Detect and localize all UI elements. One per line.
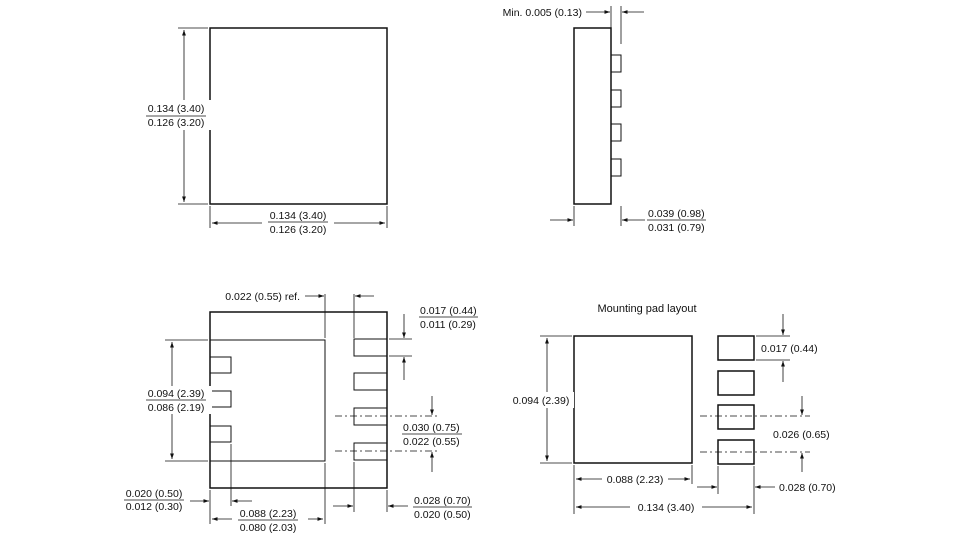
mount-pad-size-label: 0.017 (0.44) — [761, 343, 818, 355]
bottom-left-lead — [209, 425, 232, 443]
mounting-pad-title: Mounting pad layout — [597, 303, 696, 315]
pad-height-max-label: 0.094 (2.39) — [148, 388, 205, 400]
side-lead — [610, 54, 622, 73]
side-view-body — [573, 27, 612, 205]
mounting-small-pad — [717, 404, 755, 430]
edge-lead-max-label: 0.020 (0.50) — [126, 488, 183, 500]
bottom-view-body — [209, 311, 388, 489]
side-view: Min. 0.005 (0.13) 0.039 (0.98) 0.031 (0.… — [503, 6, 706, 234]
bottom-right-lead — [353, 372, 388, 391]
mount-big-width-label: 0.088 (2.23) — [607, 474, 664, 486]
top-width-min-label: 0.126 (3.20) — [270, 224, 327, 236]
mounting-small-pad — [717, 370, 755, 396]
bottom-left-lead — [209, 356, 232, 374]
top-view-body — [209, 27, 388, 205]
lead-len-max-label: 0.028 (0.70) — [414, 495, 471, 507]
thickness-max-label: 0.039 (0.98) — [648, 208, 705, 220]
top-height-min-label: 0.126 (3.20) — [148, 117, 205, 129]
pitch-max-label: 0.030 (0.75) — [403, 422, 460, 434]
bottom-right-lead — [353, 338, 388, 357]
side-lead — [610, 158, 622, 177]
bottom-view: 0.022 (0.55) ref. 0.017 (0.44) 0.011 (0.… — [124, 291, 478, 534]
pad-height-min-label: 0.086 (2.19) — [148, 402, 205, 414]
mounting-big-pad — [573, 335, 693, 464]
mount-small-width-label: 0.028 (0.70) — [779, 482, 836, 494]
edge-lead-min-label: 0.012 (0.30) — [126, 501, 183, 513]
standoff-label: Min. 0.005 (0.13) — [503, 7, 582, 19]
pitch-min-label: 0.022 (0.55) — [403, 436, 460, 448]
side-lead — [610, 123, 622, 142]
lead-height-min-label: 0.011 (0.29) — [420, 319, 476, 331]
pad-width-max-label: 0.088 (2.23) — [240, 508, 297, 520]
bottom-right-lead — [353, 442, 388, 461]
thickness-min-label: 0.031 (0.79) — [648, 222, 705, 234]
mount-pitch-label: 0.026 (0.65) — [773, 429, 830, 441]
bottom-right-lead — [353, 407, 388, 426]
lead-height-max-label: 0.017 (0.44) — [420, 305, 477, 317]
side-lead — [610, 89, 622, 108]
top-view: 0.134 (3.40) 0.126 (3.20) 0.134 (3.40) 0… — [140, 27, 388, 237]
mount-overall-width-label: 0.134 (3.40) — [638, 502, 695, 514]
ref-offset-label: 0.022 (0.55) ref. — [225, 291, 300, 303]
mount-big-height-label: 0.094 (2.39) — [513, 395, 570, 407]
top-width-max-label: 0.134 (3.40) — [270, 210, 327, 222]
pad-width-min-label: 0.080 (2.03) — [240, 522, 297, 534]
mounting-pad-layout: Mounting pad layout 0.017 (0.44) 0.094 (… — [508, 303, 836, 514]
top-height-max-label: 0.134 (3.40) — [148, 103, 205, 115]
mounting-small-pad — [717, 335, 755, 361]
lead-len-min-label: 0.020 (0.50) — [414, 509, 471, 521]
